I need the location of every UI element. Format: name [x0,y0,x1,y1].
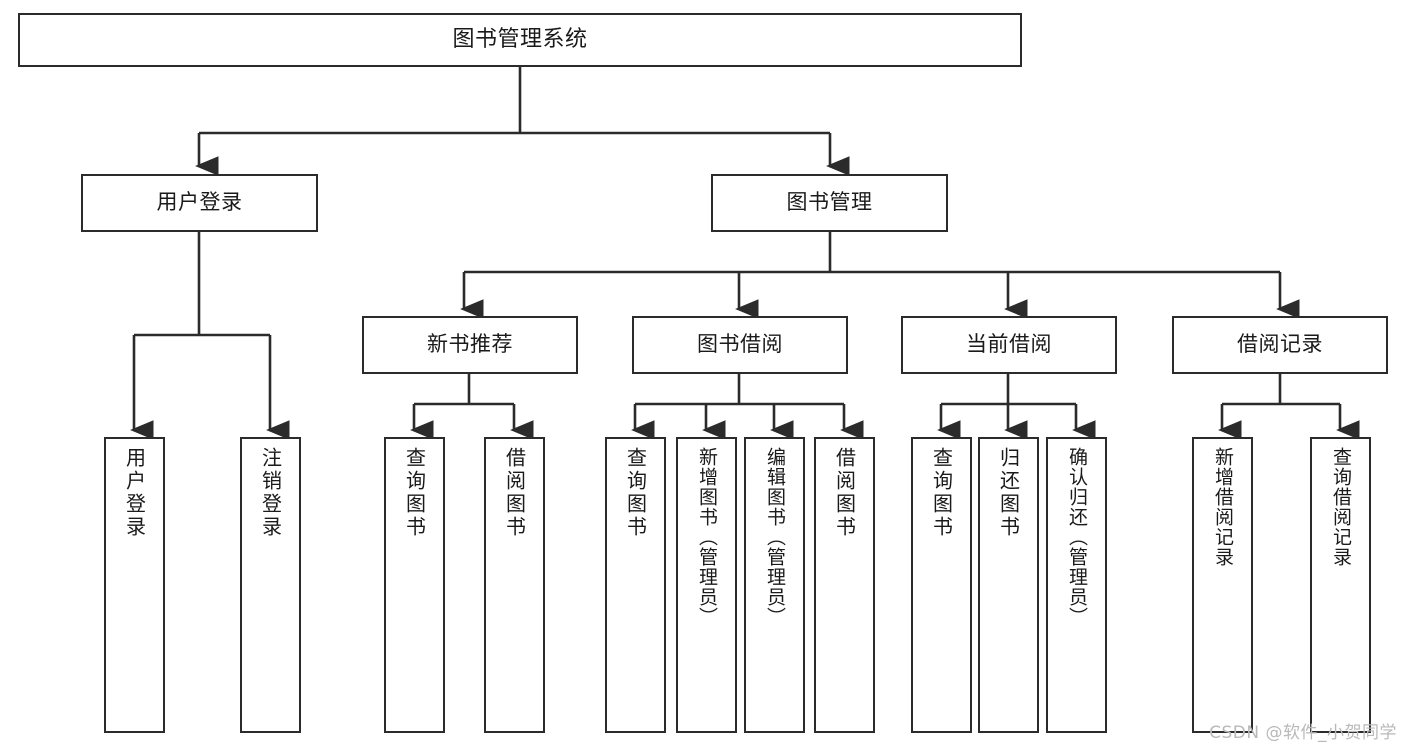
leaf-new-book-borrow[interactable]: 借阅图书 [484,437,545,733]
node-root-system-label: 图书管理系统 [452,26,588,52]
leaf-current-confirm-return-admin[interactable]: 确认归还（管理员） [1046,437,1107,733]
leaf-borrow-borrow-book-label: 借阅图书 [832,447,857,539]
leaf-borrow-query-book[interactable]: 查询图书 [605,437,666,733]
leaf-record-query-record[interactable]: 查询借阅记录 [1310,437,1371,733]
node-new-book-recommend[interactable]: 新书推荐 [362,316,578,374]
leaf-borrow-add-book-admin-label: 新增图书（管理员） [696,447,718,627]
node-borrow-record[interactable]: 借阅记录 [1172,316,1388,374]
leaf-user-login-signout[interactable]: 注销登录 [240,437,301,733]
leaf-current-return-book-label: 归还图书 [996,447,1021,539]
node-book-borrow-label: 图书借阅 [697,332,783,357]
leaf-current-return-book[interactable]: 归还图书 [978,437,1039,733]
watermark-text: CSDN @软件_小贺同学 [1209,723,1397,743]
node-book-borrow[interactable]: 图书借阅 [632,316,848,374]
leaf-user-login-signout-label: 注销登录 [258,447,283,539]
leaf-user-login-signin[interactable]: 用户登录 [104,437,165,733]
node-current-borrow[interactable]: 当前借阅 [901,316,1117,374]
leaf-borrow-borrow-book[interactable]: 借阅图书 [814,437,875,733]
leaf-new-book-query[interactable]: 查询图书 [384,437,445,733]
leaf-record-add-record-label: 新增借阅记录 [1212,447,1234,567]
node-borrow-record-label: 借阅记录 [1237,332,1323,357]
leaf-current-query-book[interactable]: 查询图书 [911,437,972,733]
leaf-borrow-query-book-label: 查询图书 [623,447,648,539]
node-root-system[interactable]: 图书管理系统 [18,13,1022,67]
node-book-management-label: 图书管理 [786,190,873,215]
leaf-borrow-add-book-admin[interactable]: 新增图书（管理员） [676,437,737,733]
node-current-borrow-label: 当前借阅 [966,332,1052,357]
leaf-borrow-edit-book-admin-label: 编辑图书（管理员） [764,447,786,627]
leaf-new-book-query-label: 查询图书 [402,447,427,539]
leaf-borrow-edit-book-admin[interactable]: 编辑图书（管理员） [744,437,805,733]
leaf-new-book-borrow-label: 借阅图书 [502,447,527,539]
leaf-current-confirm-return-admin-label: 确认归还（管理员） [1066,447,1088,627]
leaf-record-query-record-label: 查询借阅记录 [1330,447,1352,567]
node-user-login-label: 用户登录 [156,190,243,215]
node-book-management[interactable]: 图书管理 [711,174,948,232]
leaf-user-login-signin-label: 用户登录 [122,447,147,539]
node-new-book-recommend-label: 新书推荐 [427,332,513,357]
node-user-login[interactable]: 用户登录 [81,174,318,232]
leaf-record-add-record[interactable]: 新增借阅记录 [1192,437,1253,733]
leaf-current-query-book-label: 查询图书 [929,447,954,539]
